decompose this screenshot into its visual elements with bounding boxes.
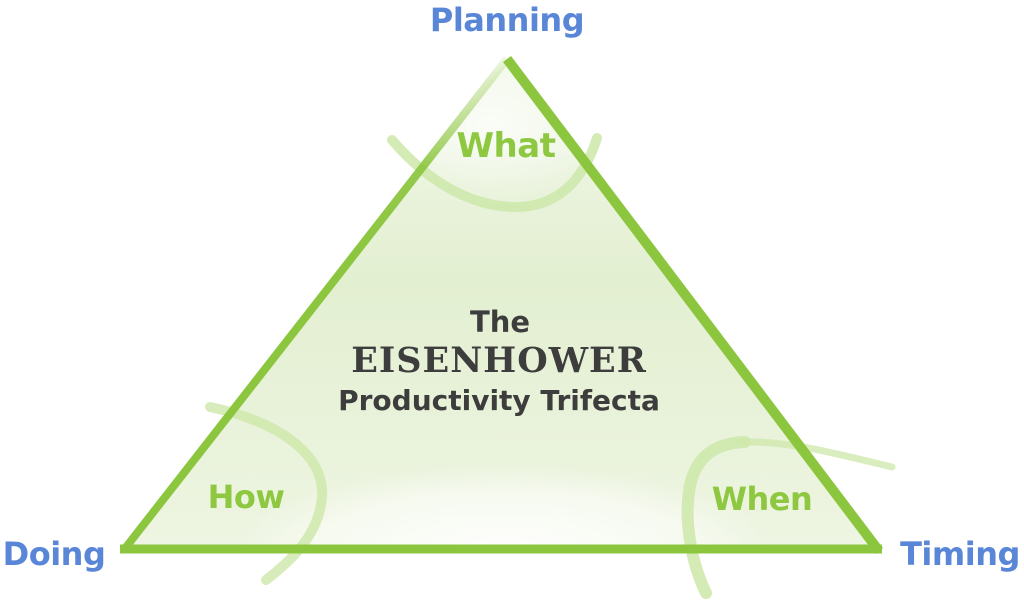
top-corner-arc [387,133,602,213]
bottom-right-arc-tail [736,438,896,471]
triangle-fill [125,59,877,549]
vertex-label-timing: Timing [900,535,1020,573]
triangle-right-edge [503,55,883,555]
corner-label-how: How [208,478,285,516]
bottom-right-corner-arc [681,436,751,599]
center-title-line2: EISENHOWER [351,340,647,381]
corner-label-when: When [712,480,813,518]
vertex-label-planning: Planning [430,1,584,39]
vertex-label-doing: Doing [3,535,106,573]
triangle-left-edge [119,56,511,554]
center-title-line3: Productivity Trifecta [338,384,660,417]
center-title: The EISENHOWER Productivity Trifecta [338,305,660,417]
bottom-left-corner-arc [205,402,328,585]
center-title-line1: The [470,305,530,339]
corner-label-what: What [457,126,556,166]
bottom-highlight [235,465,775,600]
